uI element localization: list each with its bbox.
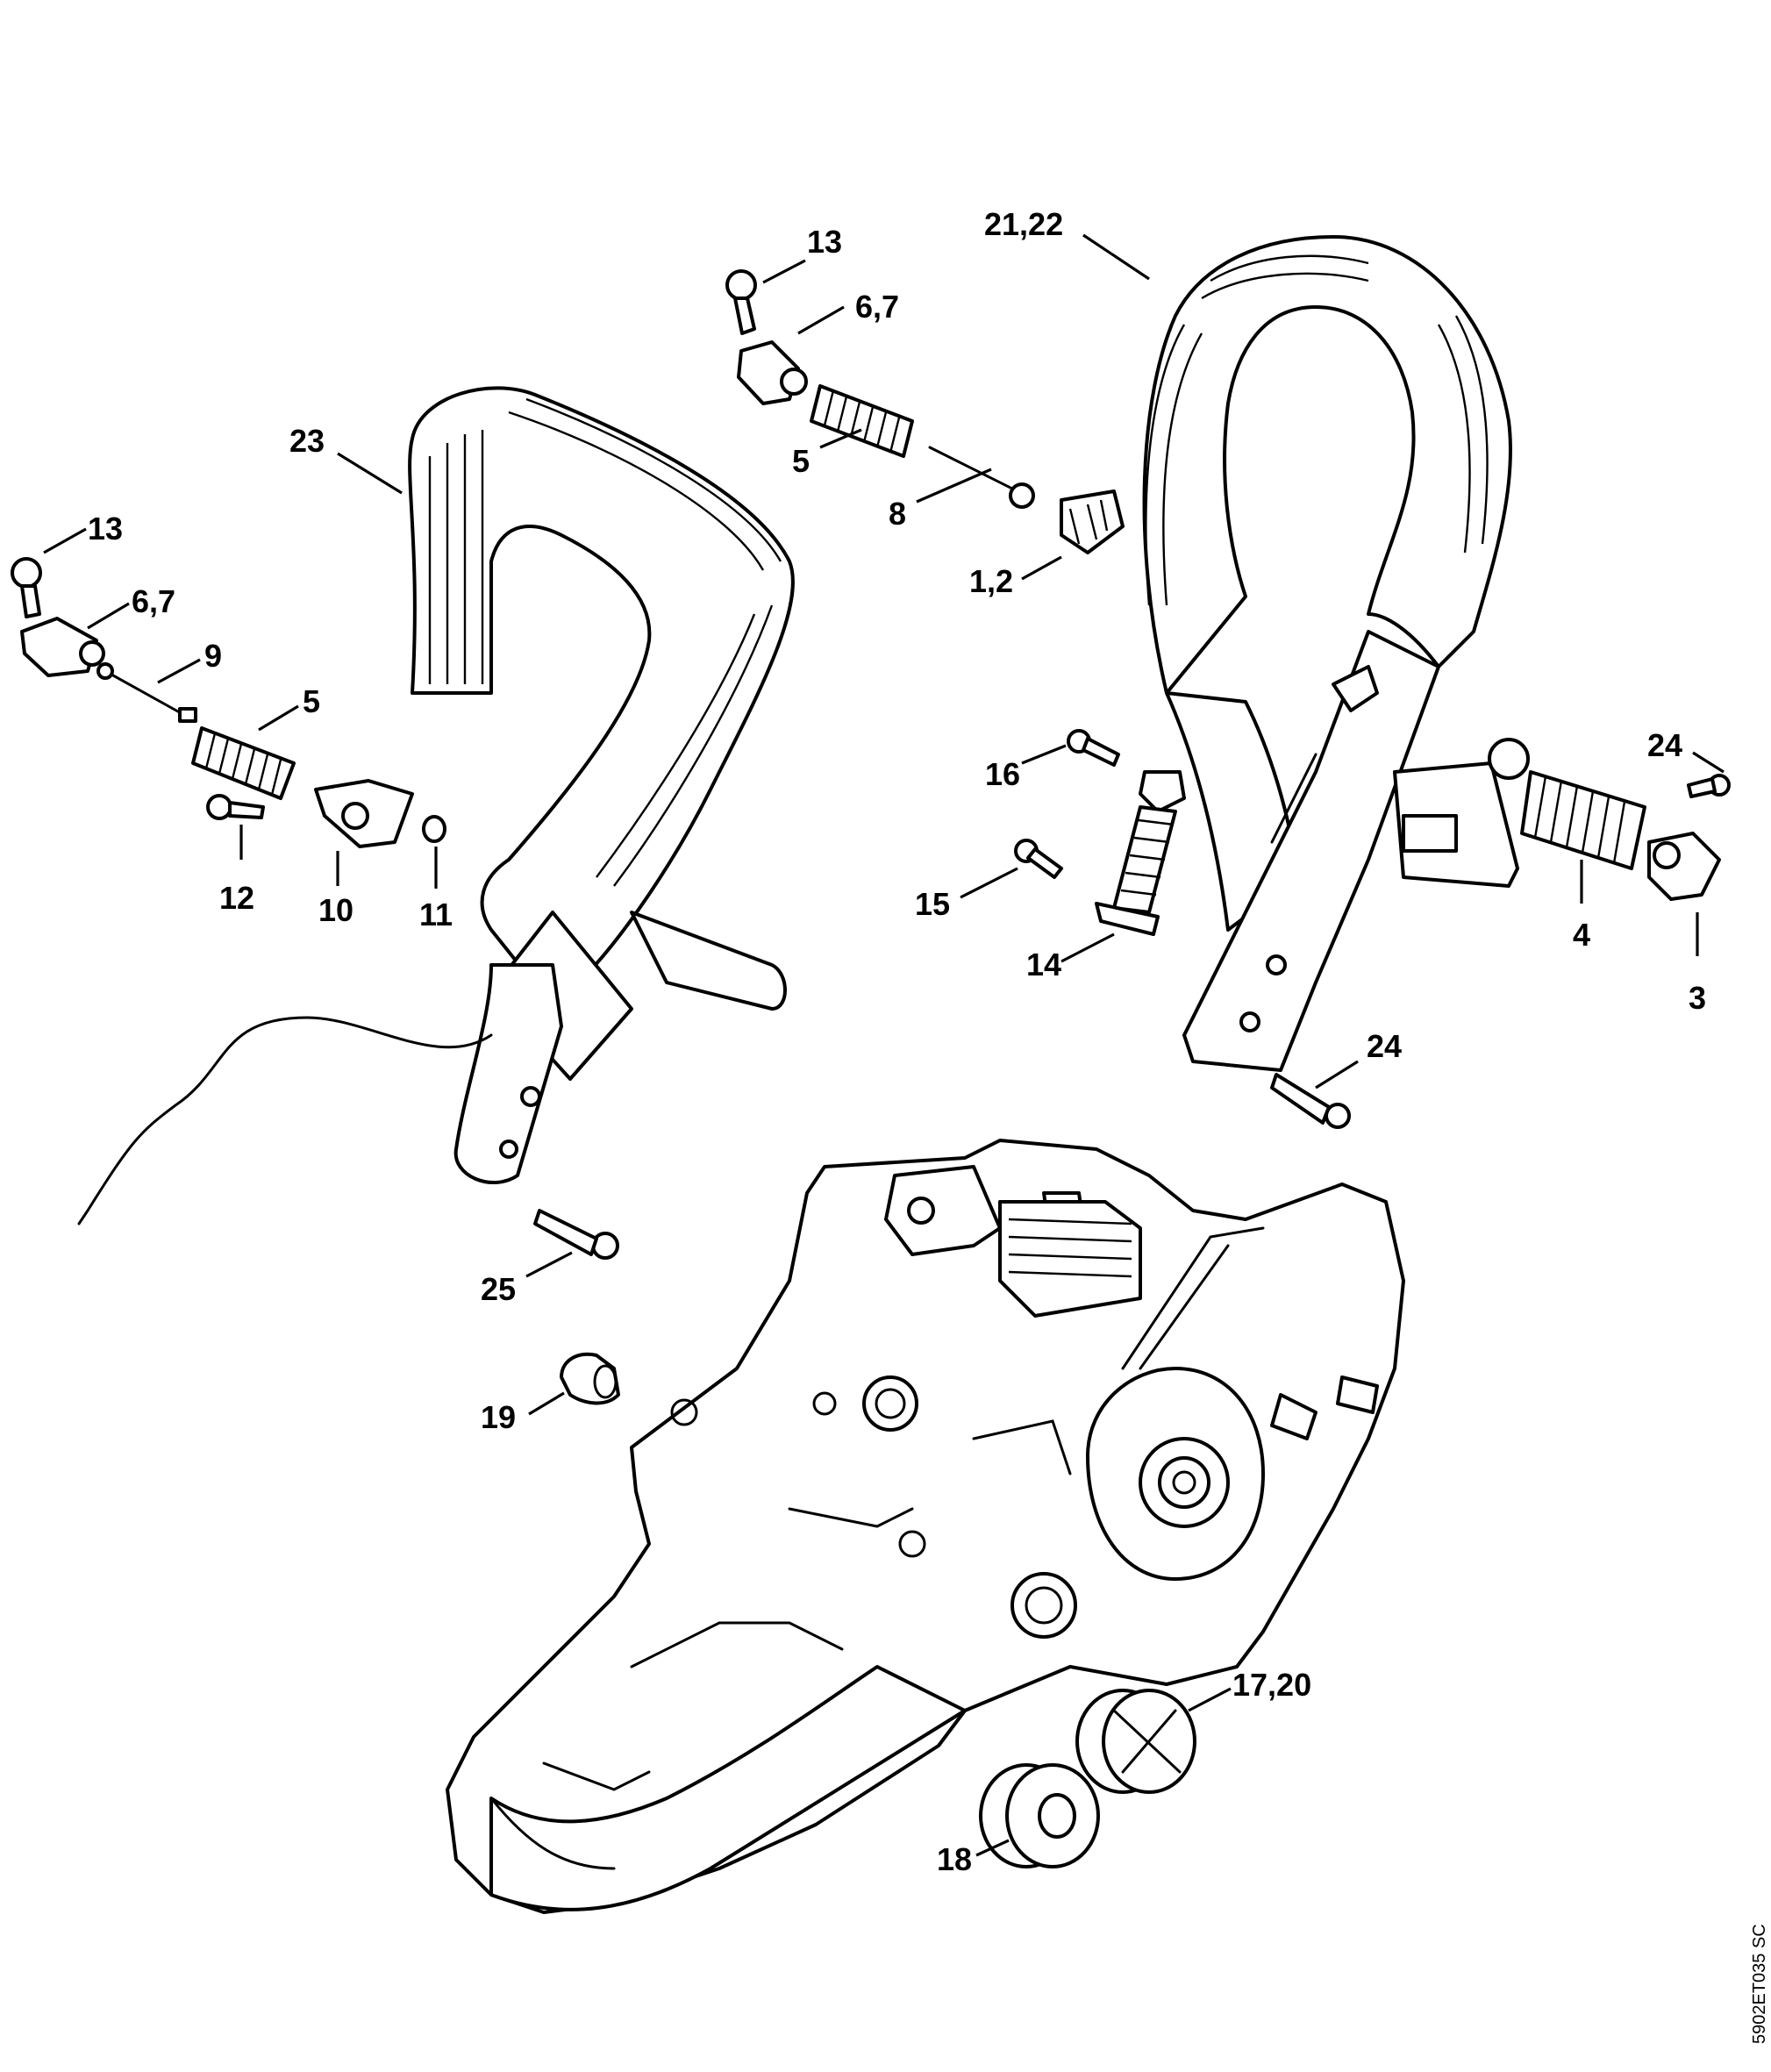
callout-1-2: 1,2 [969,563,1013,599]
callout-15: 15 [915,886,950,922]
callout-14: 14 [1026,947,1061,982]
callout-16: 16 [985,756,1020,792]
right-handlebar [1142,235,1530,1072]
callout-11: 11 [419,897,453,932]
callout-10: 10 [318,892,353,928]
callout-5-top: 5 [792,443,810,479]
callout-13-top: 13 [807,224,842,260]
callout-6-7-top: 6,7 [855,289,899,325]
document-id: 5902ET035 SC [1750,1924,1769,2044]
upper-hardware [725,269,1125,554]
callout-12: 12 [219,880,254,916]
callout-24-upper: 24 [1647,727,1682,763]
callout-23: 23 [289,423,325,459]
callout-labels: 13 6,7 5 8 1,2 21,22 23 13 6,7 9 5 12 10… [88,206,1706,1877]
callout-25: 25 [481,1271,516,1307]
callout-6-7-left: 6,7 [132,583,175,619]
callout-18: 18 [937,1841,972,1877]
callout-9: 9 [204,638,222,674]
callout-13-left: 13 [88,511,123,547]
grommets [560,1352,1196,1868]
callout-19: 19 [481,1399,516,1435]
left-hardware [11,557,446,848]
left-handlebar [77,386,795,1225]
callout-21-22: 21,22 [984,206,1063,242]
callout-17-20: 17,20 [1232,1667,1311,1703]
engine-housing [446,1139,1405,1914]
right-hardware [533,729,1731,1260]
callout-24-lower: 24 [1367,1028,1402,1064]
callout-5-left: 5 [303,683,320,719]
callout-3: 3 [1689,980,1706,1016]
callout-8: 8 [889,496,906,532]
callout-4: 4 [1573,917,1590,953]
leader-lines [43,233,1725,1857]
